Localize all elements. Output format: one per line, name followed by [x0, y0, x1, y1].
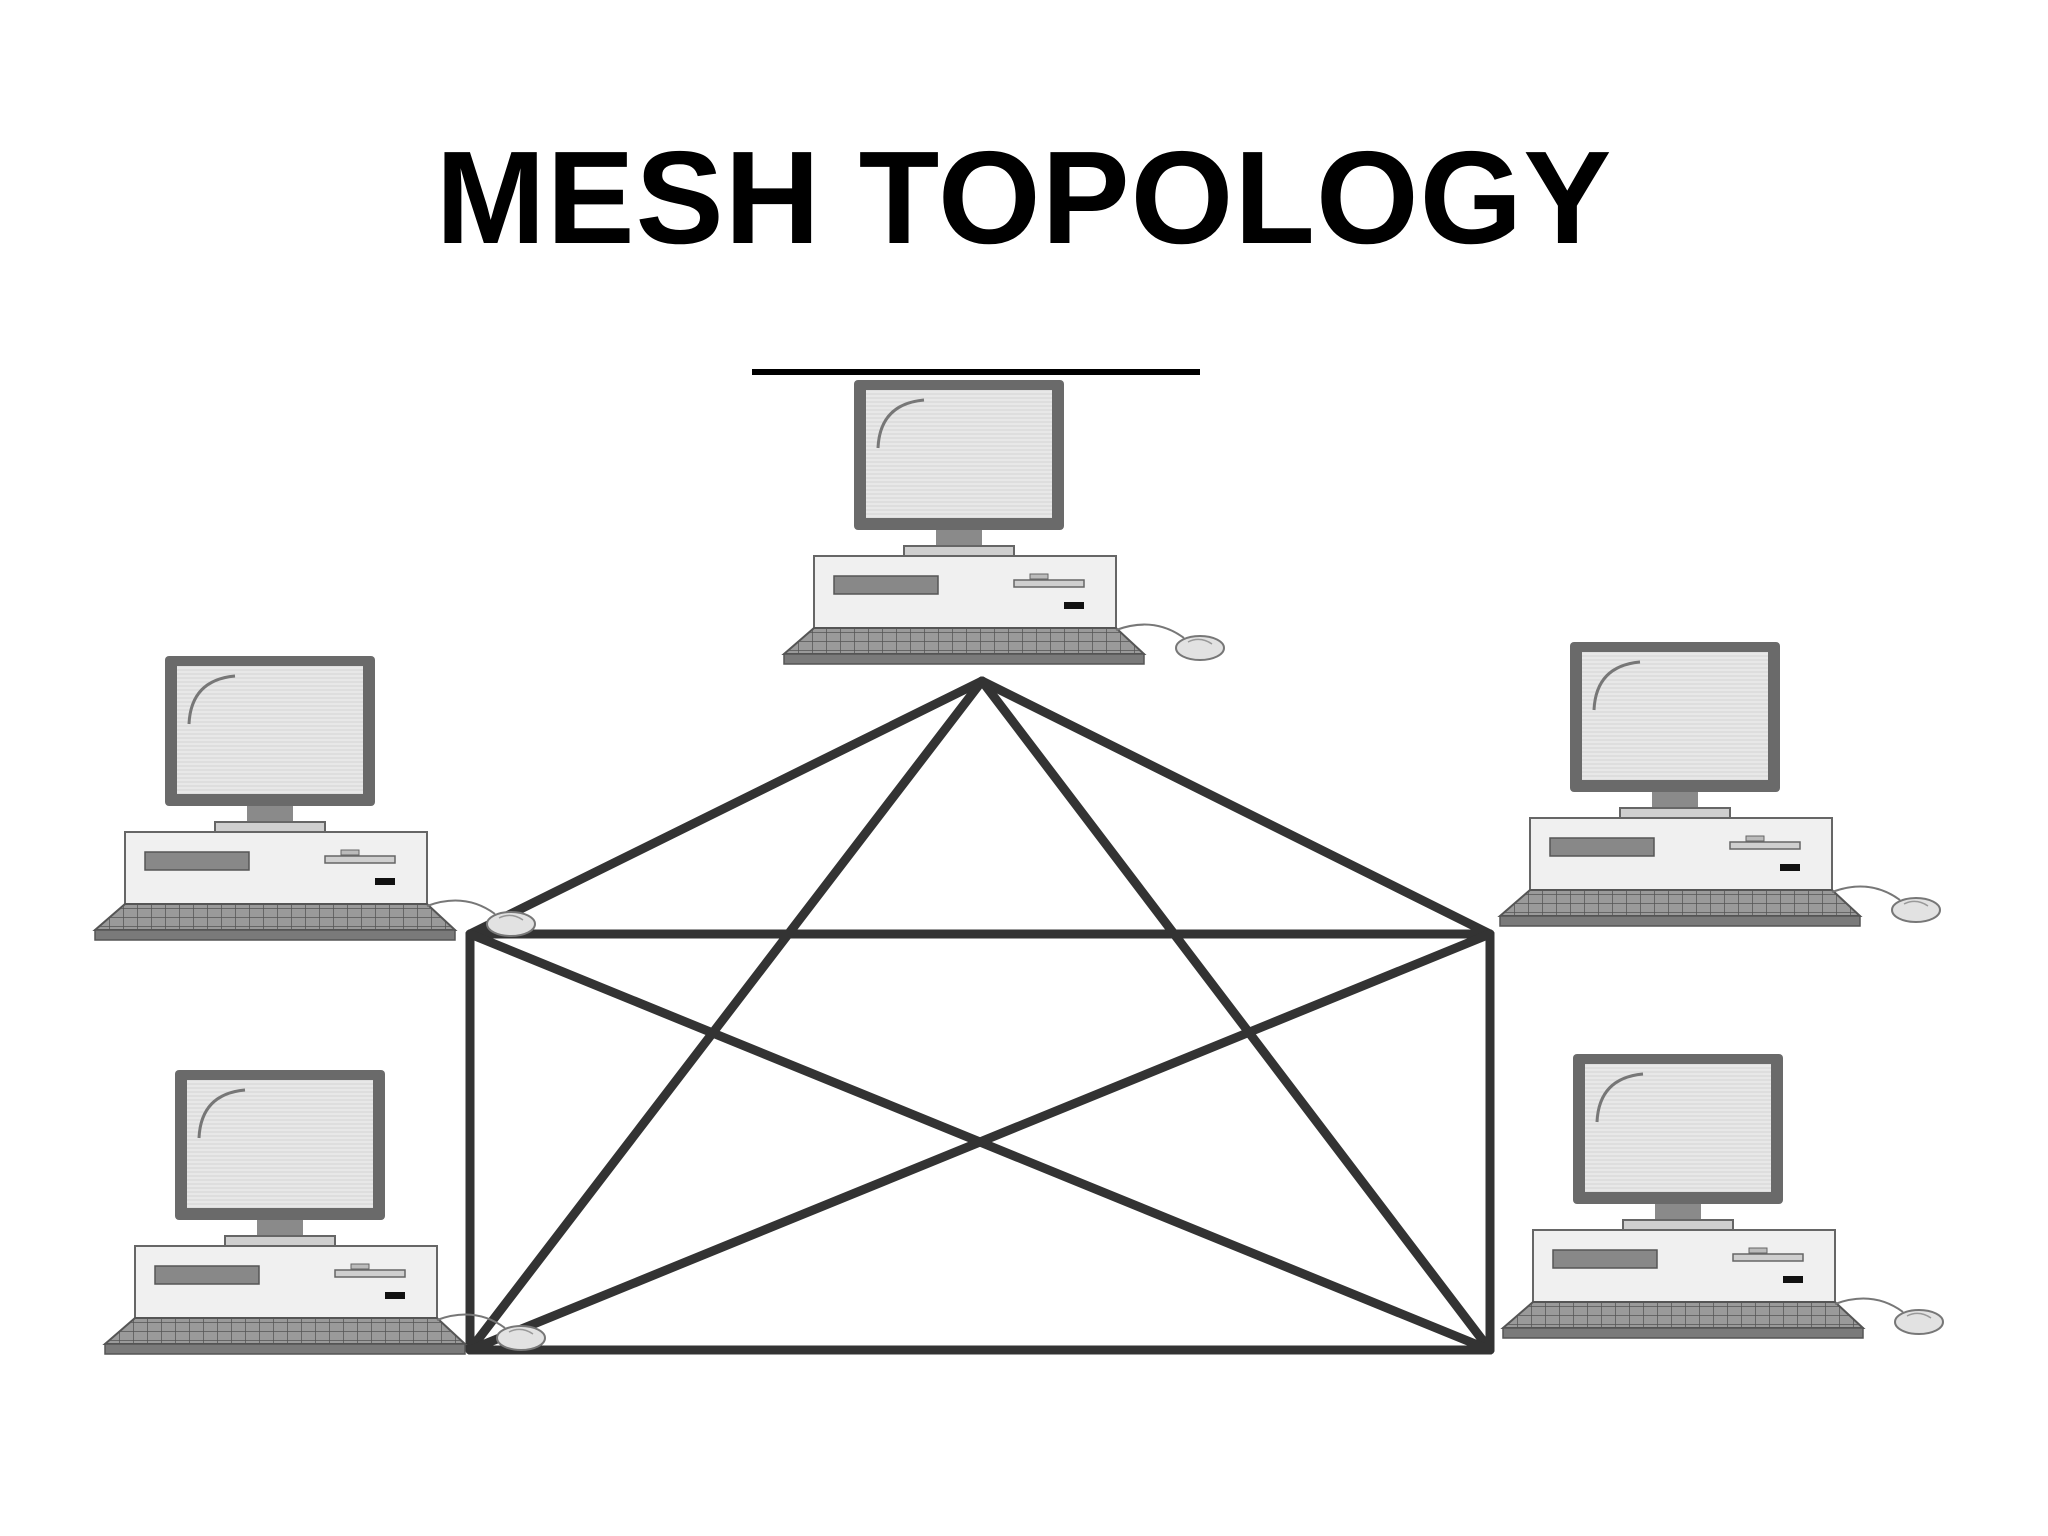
desktop-computer-icon: [1498, 640, 1942, 928]
desktop-computer-icon: [93, 654, 537, 942]
mesh-link-top-to-lower-right: [977, 676, 1495, 1355]
desktop-computer-icon: [782, 378, 1226, 666]
mesh-links: [465, 676, 1495, 1355]
mesh-link-top-to-upper-right: [977, 676, 1495, 939]
diagram-title: MESH TOPOLOGY: [435, 124, 1613, 271]
desktop-computer-icon: [1501, 1052, 1945, 1340]
mesh-link-top-to-upper-left: [465, 676, 987, 939]
mesh-link-upper-right-to-lower-left: [465, 929, 1495, 1355]
mesh-link-top-to-lower-left: [465, 676, 987, 1355]
desktop-computer-icon: [103, 1068, 547, 1356]
